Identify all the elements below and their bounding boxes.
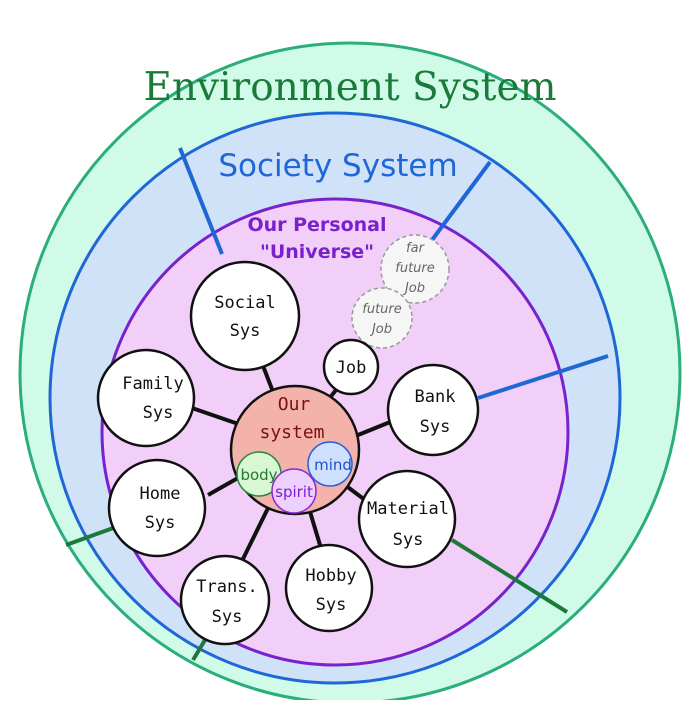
node-family-line2: Sys	[143, 403, 174, 423]
node-home-line1: Home	[140, 484, 181, 504]
node-hobby-line1: Hobby	[305, 566, 356, 586]
society-title: Society System	[218, 148, 457, 184]
center-our-system: Our system body mind spirit	[229, 384, 361, 516]
future-job-line2: Job	[369, 322, 392, 337]
node-social-line1: Social	[214, 293, 275, 313]
node-family: Family Sys	[96, 348, 196, 448]
environment-divider-left	[65, 525, 117, 547]
society-divider-left	[178, 147, 224, 255]
node-hobby-circle	[284, 543, 374, 633]
node-bank-line1: Bank	[415, 387, 456, 407]
node-hobby-line2: Sys	[316, 595, 347, 615]
node-social-circle	[189, 260, 301, 372]
center-label-line1: Our	[278, 394, 311, 415]
node-bank-line2: Sys	[420, 417, 451, 437]
mind-label: mind	[314, 456, 352, 474]
society-divider-top	[430, 160, 492, 242]
future-job-bubble: future Job	[351, 287, 413, 349]
universe-title-line1: Our Personal	[247, 214, 386, 236]
future-job-line1: future	[362, 302, 402, 317]
universe-title-line2: "Universe"	[260, 241, 374, 263]
node-home-circle	[107, 458, 207, 558]
environment-title: Environment System	[143, 65, 556, 110]
spoke-trans	[238, 499, 274, 566]
node-job-label: Job	[336, 358, 367, 378]
node-home: Home Sys	[107, 458, 207, 558]
node-trans-circle	[179, 554, 271, 646]
node-bank: Bank Sys	[386, 363, 480, 457]
far-future-job-line2: future	[395, 261, 435, 276]
center-label-line2: system	[259, 422, 324, 443]
node-home-line2: Sys	[145, 513, 176, 533]
node-family-circle	[96, 348, 196, 448]
environment-divider-bottom	[191, 638, 207, 662]
node-material-circle	[357, 469, 457, 569]
spirit-label: spirit	[275, 483, 313, 501]
node-material-line1: Material	[367, 499, 449, 519]
future-job-circle	[351, 287, 413, 349]
node-trans-line1: Trans.	[196, 577, 257, 597]
node-bank-circle	[386, 363, 480, 457]
far-future-job-line3: Job	[402, 281, 425, 296]
far-future-job-circle	[380, 234, 450, 304]
environment-divider-right	[450, 538, 569, 614]
node-job-circle	[322, 338, 380, 396]
node-family-line1: Family	[122, 374, 183, 394]
far-future-job-bubble: far future Job	[380, 234, 450, 304]
far-future-job-line1: far	[406, 241, 426, 256]
node-material-line2: Sys	[393, 530, 424, 550]
node-social-line2: Sys	[230, 321, 261, 341]
spirit-circle	[271, 468, 317, 514]
node-job: Job	[322, 338, 380, 396]
node-social: Social Sys	[189, 260, 301, 372]
node-trans: Trans. Sys	[179, 554, 271, 646]
society-divider-right	[477, 354, 609, 400]
node-trans-line2: Sys	[212, 607, 243, 627]
node-material: Material Sys	[357, 469, 457, 569]
node-hobby: Hobby Sys	[284, 543, 374, 633]
body-label: body	[240, 466, 277, 484]
mind-circle	[307, 441, 353, 487]
